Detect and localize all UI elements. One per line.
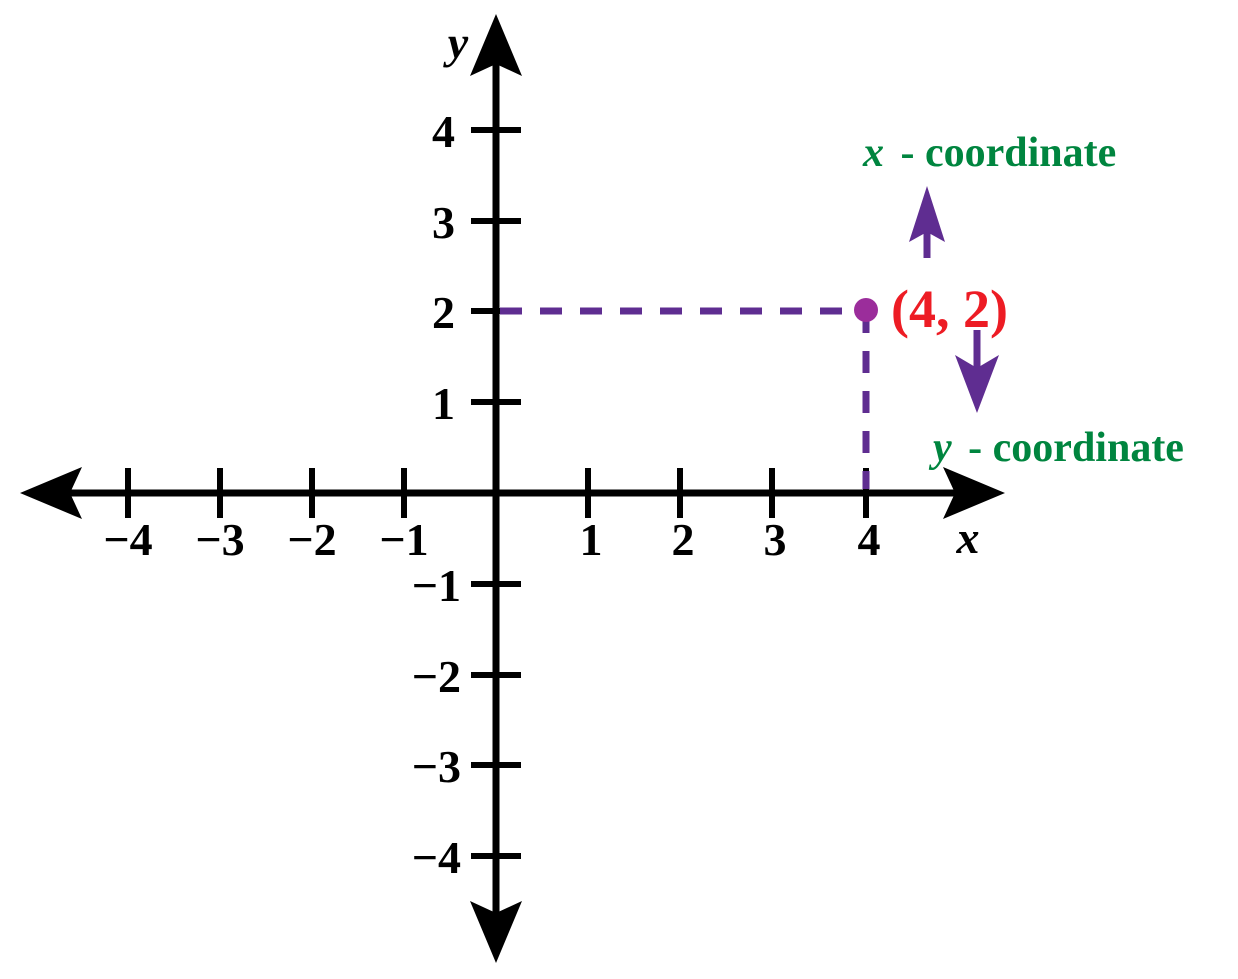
x-tick-label--3: −3 [195, 514, 244, 565]
plotted-point-4-2[interactable] [854, 298, 878, 322]
x-tick-label--2: −2 [287, 514, 336, 565]
x-axis-group: −4 −3 −2 −1 1 2 3 4 x [20, 467, 1005, 565]
y-axis-label: y [443, 17, 469, 68]
y-axis-up-arrow-icon [470, 14, 522, 76]
x-tick-label-2: 2 [672, 514, 695, 565]
guide-lines-group [500, 307, 870, 489]
x-axis-left-arrow-icon [20, 467, 82, 519]
x-tick-label--1: −1 [379, 514, 428, 565]
y-tick-label-1: 1 [432, 378, 455, 429]
x-tick-label-3: 3 [764, 514, 787, 565]
y-axis-group: 4 3 2 1 −1 −2 −3 −4 y [412, 14, 522, 963]
x-axis-label: x [956, 512, 980, 563]
y-coordinate-annotation-label: y - coordinate [928, 425, 1184, 471]
y-tick-label--2: −2 [412, 651, 461, 702]
y-tick-label-3: 3 [432, 197, 455, 248]
x-coordinate-arrow-group [909, 186, 945, 258]
x-coordinate-annotation-label: x - coordinate [862, 130, 1116, 176]
x-axis-right-arrow-icon [943, 467, 1005, 519]
y-tick-label-2: 2 [432, 287, 455, 338]
point-coordinate-label: (4, 2) [891, 279, 1008, 339]
y-tick-label-4: 4 [432, 106, 455, 157]
x-tick-label-4: 4 [858, 514, 881, 565]
y-coordinate-annotation-dash: - [958, 425, 993, 471]
y-tick-label--4: −4 [412, 832, 461, 883]
x-coordinate-annotation-var: x [862, 130, 884, 176]
y-tick-label--3: −3 [412, 741, 461, 792]
x-coordinate-arrow-up-icon [909, 186, 945, 242]
x-tick-label-1: 1 [580, 514, 603, 565]
y-axis-down-arrow-icon [470, 901, 522, 963]
y-coordinate-annotation-word: coordinate [993, 425, 1184, 471]
y-coordinate-arrow-group [955, 330, 999, 413]
x-tick-label--4: −4 [103, 514, 152, 565]
x-coordinate-annotation-word: coordinate [925, 130, 1116, 176]
x-coordinate-annotation-dash: - [890, 130, 925, 176]
y-tick-marks [471, 127, 521, 859]
y-coordinate-arrow-down-icon [955, 355, 999, 413]
y-coordinate-annotation-var: y [928, 425, 952, 471]
y-tick-label--1: −1 [412, 560, 461, 611]
